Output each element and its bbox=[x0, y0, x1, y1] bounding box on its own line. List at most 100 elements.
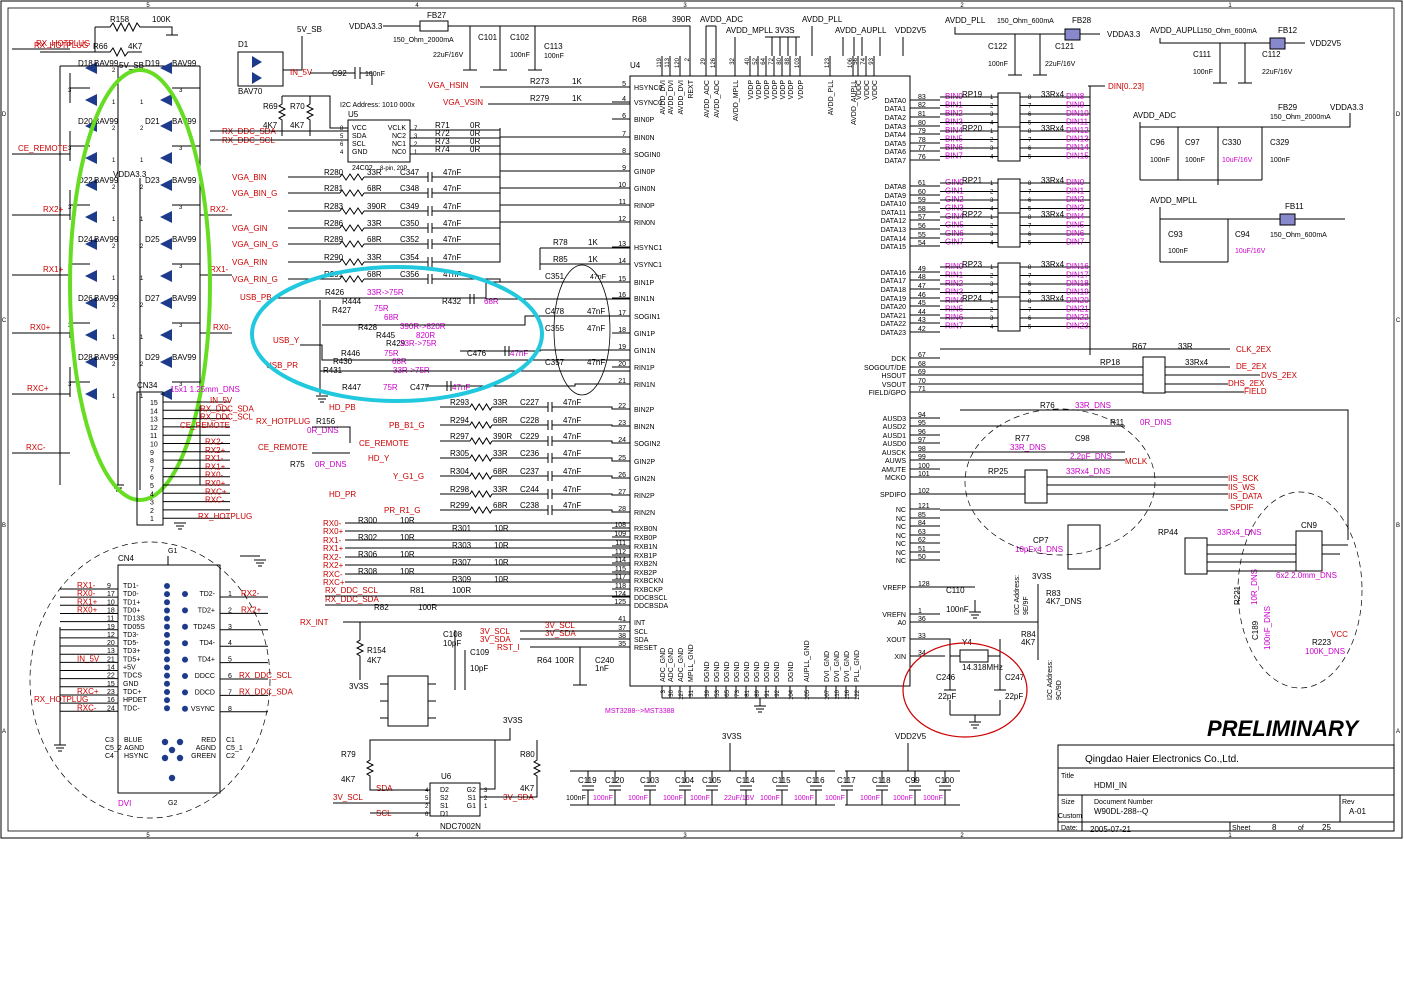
u4-top-pin-num: 103 bbox=[795, 57, 801, 68]
diode-right-net: RX2- bbox=[210, 205, 229, 214]
rp-pin: 7 bbox=[1028, 190, 1032, 196]
diode-symbol bbox=[160, 297, 172, 341]
u5-ref: U5 bbox=[348, 110, 359, 119]
cn4-pin-name: +5V bbox=[123, 665, 136, 672]
fb28-ref: FB28 bbox=[1072, 16, 1092, 25]
rp-out-net: DIN22 bbox=[1066, 313, 1089, 322]
u4-left-pin-num: 108 bbox=[614, 522, 626, 529]
rp-val: 33Rx4 bbox=[1041, 124, 1065, 133]
r76-val: 33R_DNS bbox=[1075, 401, 1111, 410]
usb-part-ref: R432 bbox=[442, 297, 462, 306]
sync-wires bbox=[940, 348, 1260, 393]
r85-ref: R85 bbox=[553, 255, 568, 264]
comp-wire bbox=[440, 402, 630, 412]
r158-val: 100K bbox=[152, 15, 171, 24]
u4-bottom-pin-name: DGND bbox=[754, 661, 761, 682]
tmds-res-val: 10R bbox=[400, 516, 415, 525]
c112-ref: C112 bbox=[1262, 50, 1281, 59]
u4-left-pin-name: RIN1N bbox=[634, 382, 655, 389]
decap-ref: C99 bbox=[905, 776, 920, 785]
usb-part-ref: R426 bbox=[325, 288, 345, 297]
tmds-res-ref: R309 bbox=[452, 575, 472, 584]
u4-right-pin-num: 58 bbox=[918, 206, 926, 213]
cn4-pin-num: 19 bbox=[107, 624, 115, 631]
tmds-net: RX2+ bbox=[323, 561, 344, 570]
decap-cap bbox=[909, 771, 921, 805]
u4-right-pin-num: 60 bbox=[918, 189, 926, 196]
border-col-bottom: 4 bbox=[415, 833, 419, 839]
u4-left-pin-num: 21 bbox=[618, 378, 626, 385]
rp-val: 33Rx4 bbox=[1041, 294, 1065, 303]
u4-left-pin-num: 37 bbox=[618, 625, 626, 632]
c98-ref: C98 bbox=[1075, 434, 1090, 443]
c93-ref: C93 bbox=[1168, 230, 1183, 239]
u4-top-pin-num: 88 bbox=[785, 57, 791, 64]
u4-right-pin-name: DATA7 bbox=[884, 158, 906, 165]
cn4-right-num: 5 bbox=[228, 657, 232, 664]
u4-bottom-pin-num: 89 bbox=[755, 689, 761, 696]
u4-left-pin-name: BIN2N bbox=[634, 424, 655, 431]
cn4-pin-dot bbox=[164, 680, 170, 687]
u4-bottom-pin-num: 127 bbox=[679, 689, 685, 700]
usb-part-ref: R446 bbox=[341, 349, 361, 358]
usb-caps bbox=[446, 294, 510, 391]
tmds-res-ref: R306 bbox=[358, 550, 378, 559]
u4-left-pin-name: RESET bbox=[634, 645, 658, 652]
u4-right-pin-name: DATA17 bbox=[881, 278, 907, 285]
tmds-res-ref: R300 bbox=[358, 516, 378, 525]
tmds-net: RX0+ bbox=[323, 527, 344, 536]
cn4-left-net: RX_HOTPLUG bbox=[34, 695, 88, 704]
rp-pin: 1 bbox=[990, 299, 994, 305]
vga-input-net: VGA_BIN bbox=[232, 173, 267, 182]
crystal-red-ellipse bbox=[902, 642, 1028, 738]
u4-right-pin-num: 47 bbox=[918, 283, 926, 290]
usb-part-val: 47nF bbox=[0, 0, 18, 2]
rail-avdd-pll: AVDD_PLL bbox=[802, 15, 843, 24]
u4-right-pins: DATA083DATA182DATA281DATA380DATA479DATA5… bbox=[864, 94, 940, 661]
u4-right-pin-num: 71 bbox=[918, 386, 926, 393]
u4-right-pin-num: 36 bbox=[918, 616, 926, 623]
vga-wire bbox=[288, 153, 630, 198]
u4-right-pin-name: DATA9 bbox=[884, 193, 906, 200]
rp-ref: RP22 bbox=[962, 210, 983, 219]
usb-part-val: 75R bbox=[384, 349, 399, 358]
u4-bottom-pin-name: DGND bbox=[724, 661, 731, 682]
u6-wires bbox=[333, 728, 542, 814]
u4-right-pin-num: 44 bbox=[918, 309, 926, 316]
comp-input-net: PR_R1_G bbox=[384, 506, 420, 515]
cn4-pin-dot bbox=[164, 583, 170, 589]
u4-left-pin-name: DDCBSCL bbox=[634, 595, 668, 602]
rp-out-net: DIN1 bbox=[1066, 187, 1085, 196]
u4-right-pin-name: XIN bbox=[894, 654, 906, 661]
u4-right-pin-num: 55 bbox=[918, 232, 926, 239]
comp-wire bbox=[440, 489, 630, 499]
decap-cap bbox=[582, 771, 594, 805]
u4-left-pin-num: 19 bbox=[618, 344, 626, 351]
usb-part-ref: C359 bbox=[0, 0, 20, 2]
cn34-ref: CN34 bbox=[137, 381, 158, 390]
adc-cap-ref: C96 bbox=[1150, 138, 1165, 147]
comp-res-ref: R298 bbox=[450, 485, 470, 494]
u5-pin-num: 1 bbox=[414, 150, 418, 156]
vga-input-net: VGA_RIN bbox=[232, 258, 267, 267]
rp-pin: 1 bbox=[990, 95, 994, 101]
cn4-right-pin: TD4+ bbox=[198, 657, 215, 664]
comp-res-val: 33R bbox=[493, 398, 508, 407]
c111-ref: C111 bbox=[1193, 50, 1211, 59]
u4-left-pin-name: GIN0P bbox=[634, 169, 655, 176]
rp-ref: RP19 bbox=[962, 90, 983, 99]
vga-cap-val: 47nF bbox=[443, 253, 461, 262]
u4-right-pin-name: DATA13 bbox=[881, 227, 907, 234]
u4-left-pin-num: 4 bbox=[622, 96, 626, 103]
vga-cap-ref: C350 bbox=[400, 219, 420, 228]
u4-left-pin-num: 8 bbox=[622, 148, 626, 155]
u4-left-pin-name: RXB0N bbox=[634, 526, 657, 533]
cn4-right-pin: TD4- bbox=[199, 640, 215, 647]
cn4-analog-dot bbox=[168, 774, 176, 782]
r80-ref: R80 bbox=[520, 750, 535, 759]
u5-pin-left: SCL bbox=[352, 141, 366, 148]
c93-val: 100nF bbox=[1168, 248, 1188, 255]
u4-right-pin-name: AUSCK bbox=[882, 450, 906, 457]
u4-right-pin-num: 54 bbox=[918, 240, 926, 247]
